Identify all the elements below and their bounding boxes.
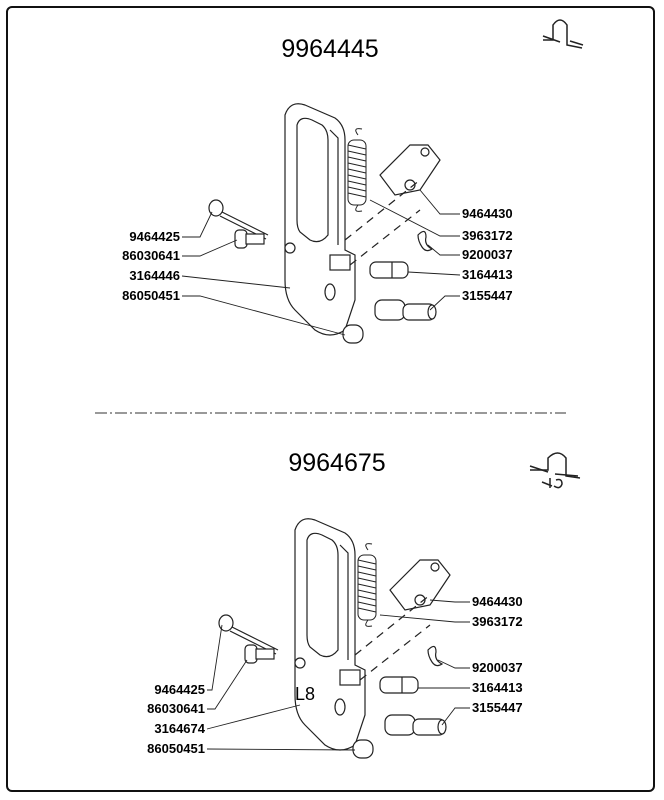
leader-lines [181,189,470,751]
part-label: 3164413 [462,267,513,282]
part-label: 3155447 [472,700,523,715]
spring-clip-icon [542,19,584,49]
part-label: 3963172 [462,228,513,243]
assembly-drawing-1 [208,103,441,344]
part-label: 9200037 [462,247,513,262]
part-label: 9200037 [472,660,523,675]
part-label: 86030641 [122,248,180,263]
part-label: 3164413 [472,680,523,695]
part-label: 9464430 [472,594,523,609]
assembly-title-2: 9964675 [288,449,386,477]
part-label: 3164446 [129,268,180,283]
part-label: 3164674 [154,721,205,736]
part-label: 9464425 [154,682,205,697]
part-label: 9464425 [129,229,180,244]
part-label: 3155447 [462,288,513,303]
part-label: 3963172 [472,614,523,629]
assembly-title-1: 9964445 [281,35,379,63]
assembly-drawing-2 [218,518,451,759]
part-label: 86050451 [147,741,205,756]
diagram-frame [6,6,655,792]
spring-clip-l8-icon [529,452,581,489]
body-marking-l8: L8 [295,684,315,704]
part-label: 9464430 [462,206,513,221]
part-label: 86050451 [122,288,180,303]
part-label: 86030641 [147,701,205,716]
